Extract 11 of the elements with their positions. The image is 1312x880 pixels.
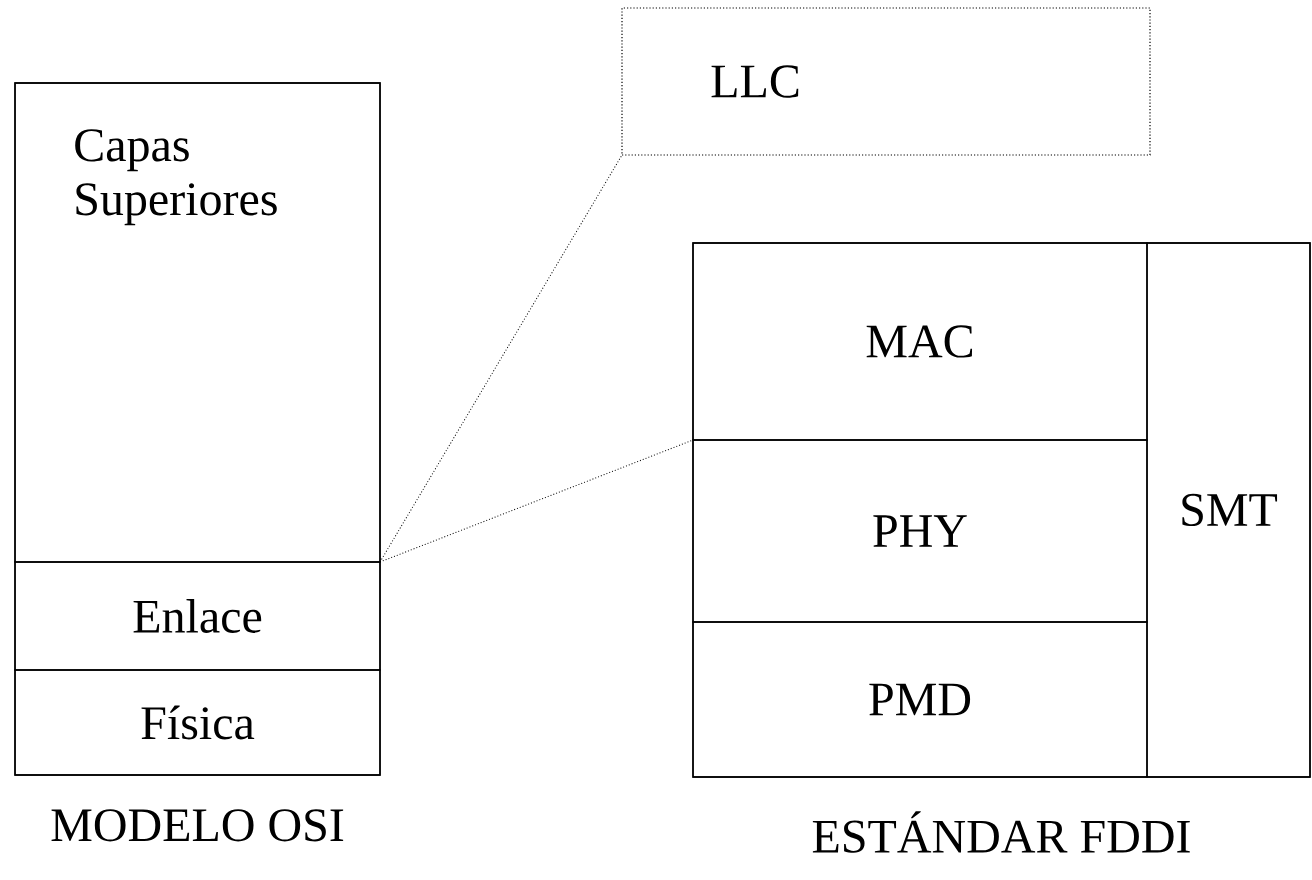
layer-box: PHY (692, 439, 1148, 623)
dotted-line (379, 439, 694, 563)
layer-box: MAC (692, 242, 1148, 441)
layer-box: Capas Superiores (14, 82, 381, 563)
layer-box: Física (14, 669, 381, 776)
dotted-layer-box: LLC (621, 7, 1151, 156)
layer-box: SMT (1146, 242, 1311, 778)
layer-box: Enlace (14, 561, 381, 671)
node-label: MODELO OSI (51, 809, 344, 842)
layer-box: PMD (692, 621, 1148, 778)
node-label: ESTÁNDAR FDDI (812, 811, 1190, 853)
